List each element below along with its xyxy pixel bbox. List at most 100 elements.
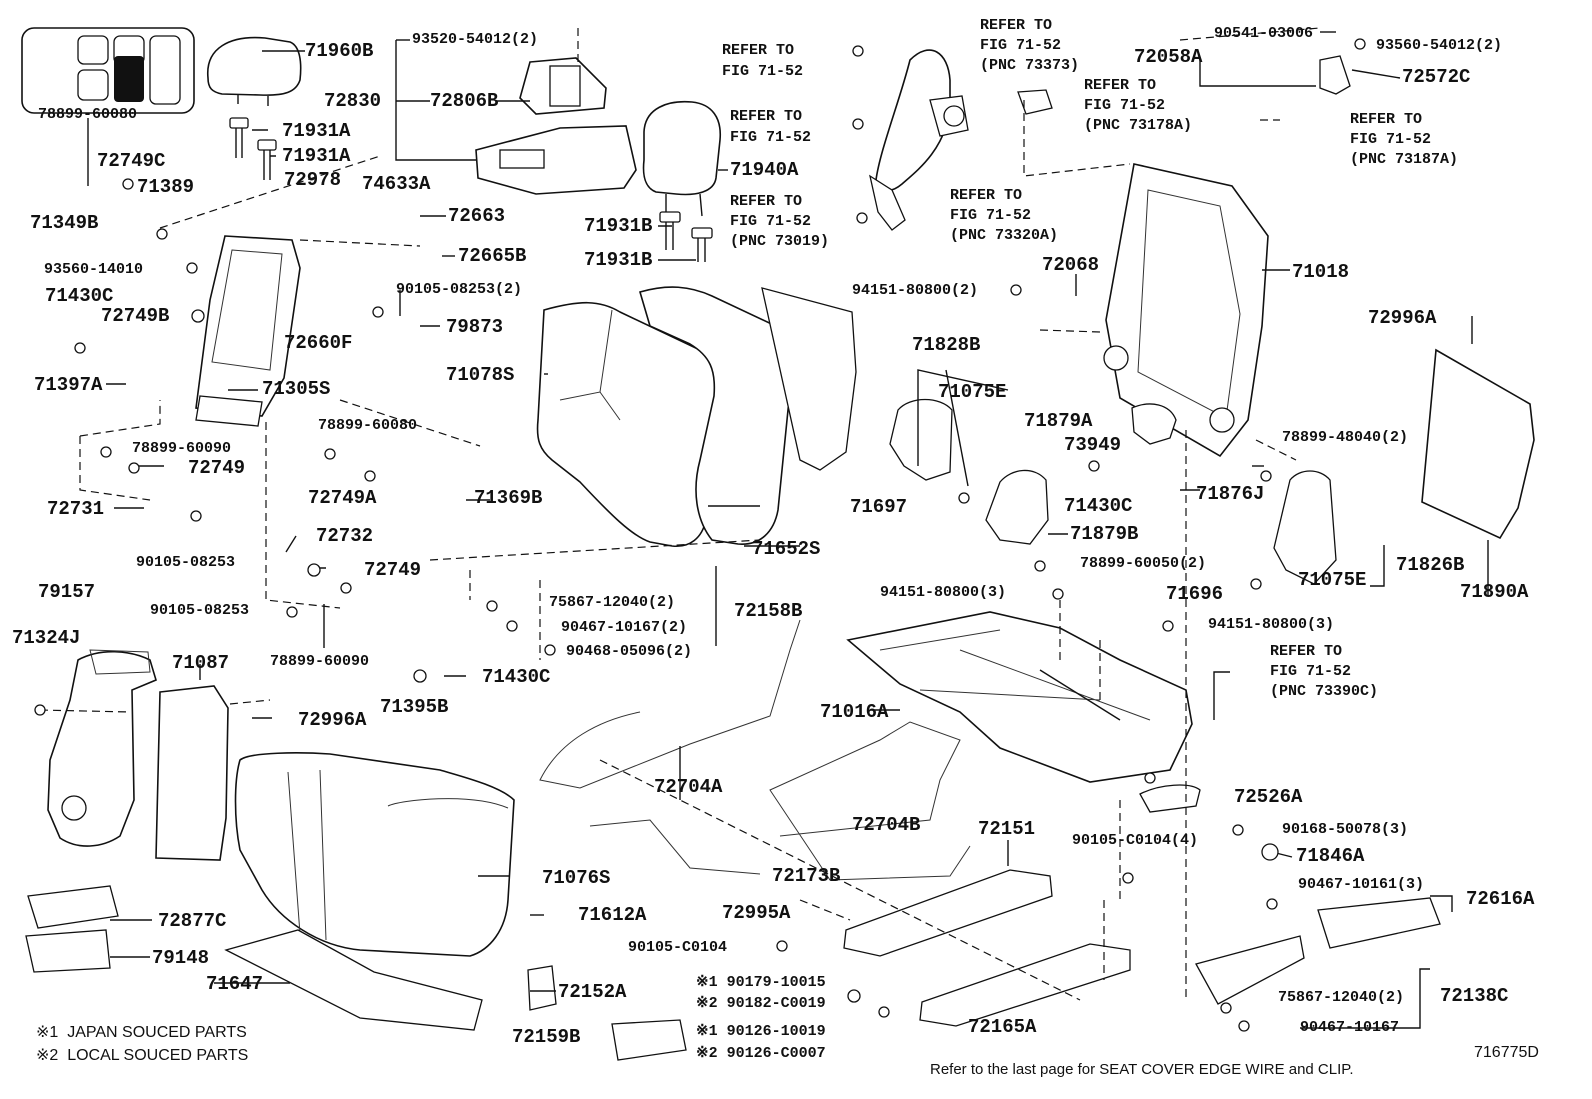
refer-note: REFER TO FIG 71-52 (PNC 73390C) xyxy=(1270,642,1378,702)
cover-72138C xyxy=(1195,935,1305,1005)
part-label: 71652S xyxy=(752,538,821,560)
cover-71879A xyxy=(1131,403,1177,445)
part-label: 74633A xyxy=(362,173,431,195)
part-label: ※1 90126-10019 xyxy=(696,1024,826,1039)
part-label: 72749A xyxy=(308,487,377,509)
part-label: 72704A xyxy=(654,776,723,798)
refer-line: (PNC 73187A) xyxy=(1350,151,1459,168)
part-label: ※2 90126-C0007 xyxy=(696,1046,826,1061)
part-label: 72996A xyxy=(1368,307,1437,329)
part-label: 72665B xyxy=(458,245,527,267)
legend-text: LOCAL SOUCED PARTS xyxy=(67,1047,249,1064)
part-label: 72663 xyxy=(448,205,506,227)
refer-note: REFER TO FIG 71-52 (PNC 73373) xyxy=(980,16,1079,76)
part-label: 72830 xyxy=(324,90,382,112)
refer-line: REFER TO xyxy=(730,193,803,210)
rail-72151 xyxy=(843,869,1053,957)
pad-72877C xyxy=(27,885,119,929)
part-label: 90467-10167 xyxy=(1300,1019,1400,1036)
part-label: 72616A xyxy=(1466,888,1535,910)
rail-72165A xyxy=(919,943,1131,1027)
part-label: 90467-10167(2) xyxy=(561,619,688,636)
seatback-frame-71018 xyxy=(1105,163,1269,458)
part-label: 71960B xyxy=(305,40,374,62)
part-label: 72173B xyxy=(772,865,841,887)
part-label: 72732 xyxy=(316,525,374,547)
part-label: 71016A xyxy=(820,701,889,723)
refer-line: REFER TO xyxy=(722,42,795,59)
legend-local: ※2 LOCAL SOUCED PARTS xyxy=(36,1048,248,1064)
footnote: Refer to the last page for SEAT COVER ED… xyxy=(930,1061,1354,1078)
part-label: 71931B xyxy=(584,249,653,271)
part-number: 90126-10019 xyxy=(726,1023,826,1040)
part-label: 71879A xyxy=(1024,410,1093,432)
legend-mark: ※1 xyxy=(696,1023,718,1040)
part-label: 72152A xyxy=(558,981,627,1003)
cover-71828B xyxy=(889,398,953,481)
seatback-cover-71078S xyxy=(536,301,718,547)
part-label: 71075E xyxy=(1298,569,1367,591)
refer-line: (PNC 73320A) xyxy=(950,227,1059,244)
refer-line: FIG 71-52 xyxy=(730,213,812,230)
headrest-71940A xyxy=(642,100,721,196)
part-label: 71324J xyxy=(12,627,81,649)
refer-line: (PNC 73178A) xyxy=(1084,117,1193,134)
refer-note: REFER TO FIG 71-52 (PNC 73178A) xyxy=(1084,76,1192,136)
part-label: 72731 xyxy=(47,498,105,520)
part-label: 90541-03006 xyxy=(1214,25,1314,42)
part-label: 71075E xyxy=(938,381,1007,403)
part-label: 72068 xyxy=(1042,254,1100,276)
refer-note: REFER TO FIG 71-52 xyxy=(722,40,803,82)
part-label: 90105-C0104 xyxy=(628,939,728,956)
refer-line: FIG 71-52 xyxy=(730,129,812,146)
part-label: 75867-12040(2) xyxy=(549,594,676,611)
legend-mark: ※2 xyxy=(696,995,718,1012)
drawing-number: 716775D xyxy=(1474,1044,1539,1061)
cable-72704B xyxy=(769,721,971,881)
part-label: 71430C xyxy=(482,666,551,688)
refer-line: REFER TO xyxy=(950,187,1023,204)
armrest-72830 xyxy=(475,125,637,195)
part-label: 78899-60090 xyxy=(270,653,370,670)
part-number: 90126-C0007 xyxy=(726,1045,826,1062)
legend-mark: ※2 xyxy=(696,1045,718,1062)
part-label: 79157 xyxy=(38,581,96,603)
part-label: 72995A xyxy=(722,902,791,924)
cover-72616A xyxy=(1317,897,1441,949)
lever-72058A xyxy=(1319,55,1351,95)
wire-72173B xyxy=(589,819,761,875)
side-garnish-71324J xyxy=(47,650,157,847)
part-label: 71931A xyxy=(282,145,351,167)
part-number: 90182-C0019 xyxy=(726,995,826,1012)
refer-note: REFER TO FIG 71-52 (PNC 73019) xyxy=(730,192,829,252)
part-label: 72058A xyxy=(1134,46,1203,68)
part-label: 71890A xyxy=(1460,581,1529,603)
part-label: 94151-80800(3) xyxy=(1208,616,1335,633)
part-label: 72138C xyxy=(1440,985,1509,1007)
part-label: 71940A xyxy=(730,159,799,181)
part-label: 71876J xyxy=(1196,483,1265,505)
part-label: 94151-80800(3) xyxy=(880,584,1007,601)
seat-cushion-frame-71016A xyxy=(846,611,1193,783)
part-label: 72159B xyxy=(512,1026,581,1048)
cover-71879B xyxy=(985,469,1049,545)
part-label: 71305S xyxy=(262,378,331,400)
refer-line: REFER TO xyxy=(980,17,1053,34)
part-label: 71389 xyxy=(137,176,195,198)
seat-locator-icon xyxy=(21,27,195,114)
refer-note: REFER TO FIG 71-52 xyxy=(730,106,811,148)
part-label: 71612A xyxy=(578,904,647,926)
part-label: 78899-60050(2) xyxy=(1080,555,1207,572)
part-label: 90105-08253 xyxy=(150,602,250,619)
part-label: 71931B xyxy=(584,215,653,237)
part-label: 93560-54012(2) xyxy=(1376,37,1503,54)
legend-mark: ※2 xyxy=(36,1047,59,1064)
refer-line: FIG 71-52 xyxy=(950,207,1032,224)
seat-cushion-71076S xyxy=(234,752,515,957)
refer-line: FIG 71-52 xyxy=(980,37,1062,54)
legend-mark: ※1 xyxy=(696,974,718,991)
seatback-cover-71652S xyxy=(639,286,794,545)
part-label: 71369B xyxy=(474,487,543,509)
board-71087 xyxy=(155,685,229,861)
part-label: 71395B xyxy=(380,696,449,718)
